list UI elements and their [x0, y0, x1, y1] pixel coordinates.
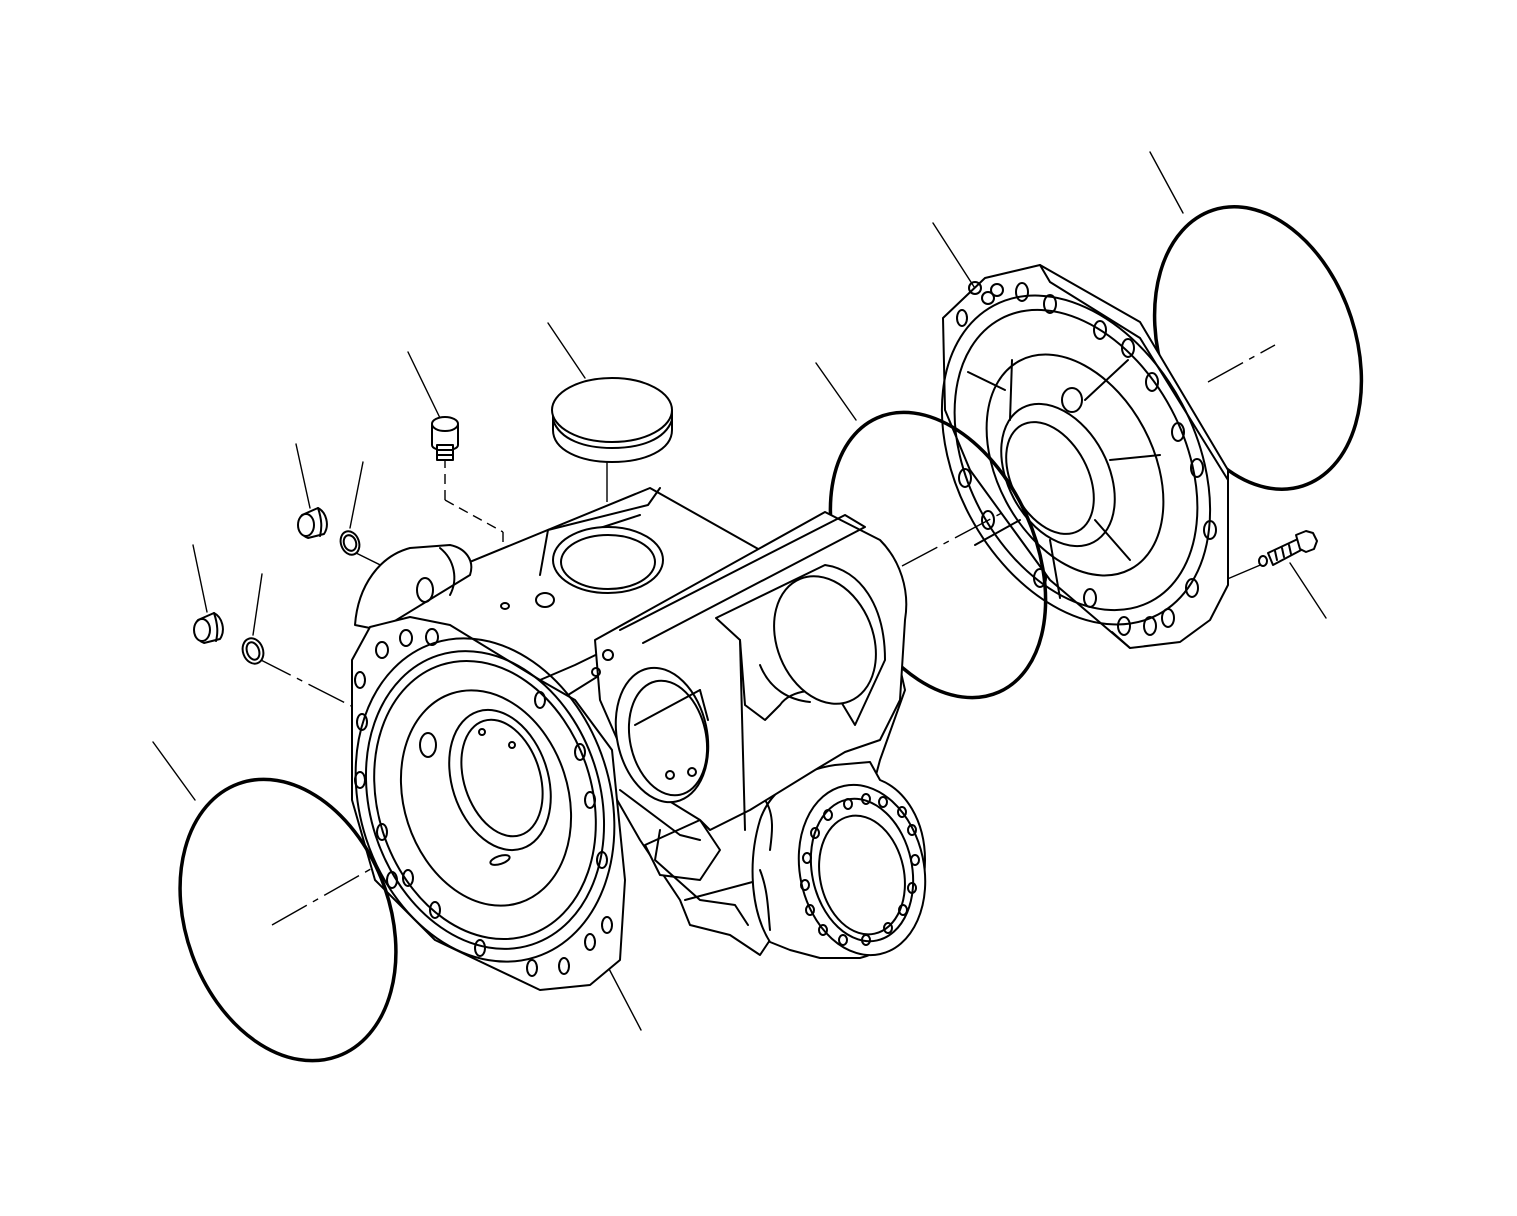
plug-lower [193, 612, 224, 644]
o-ring-left [178, 777, 398, 1063]
washer-lower [241, 637, 265, 665]
end-cover [940, 264, 1229, 649]
axle-housing [351, 487, 927, 991]
cover-cap [551, 377, 673, 463]
bolt [1258, 530, 1318, 567]
washer-upper [339, 530, 361, 556]
leader-lines [152, 151, 1327, 1031]
plug-upper [297, 507, 328, 539]
breather [431, 416, 459, 461]
